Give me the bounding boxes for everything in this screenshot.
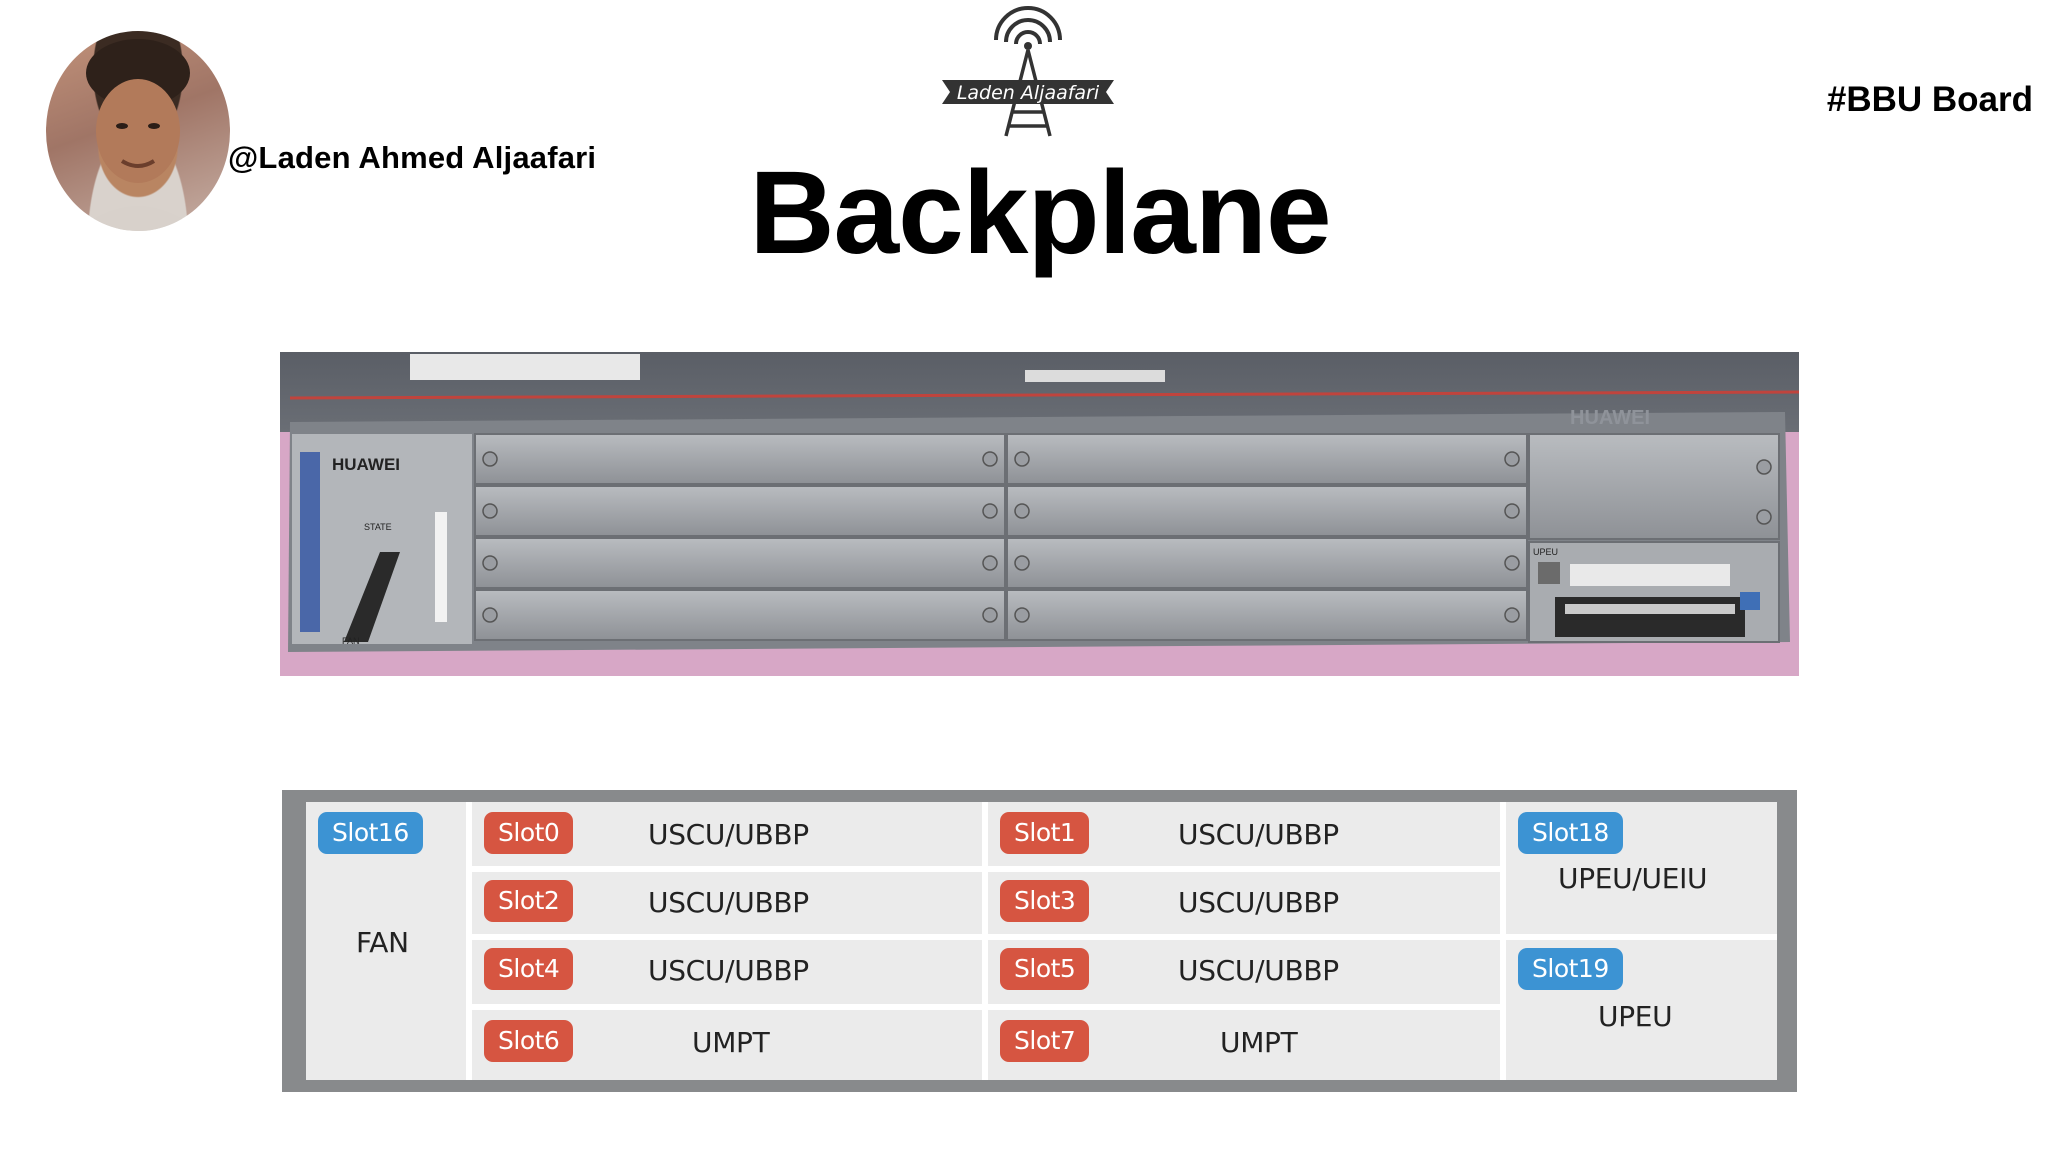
board-label-2: USCU/UBBP — [648, 886, 809, 919]
power-label-18: UPEU/UEIU — [1558, 862, 1708, 895]
slot-badge-16: Slot16 — [318, 812, 423, 854]
author-avatar — [46, 31, 230, 231]
slot-badge-3: Slot3 — [1000, 880, 1090, 922]
board-label-6: UMPT — [692, 1026, 770, 1059]
slot-badge-1: Slot1 — [1000, 812, 1090, 854]
slot-badge-19: Slot19 — [1518, 948, 1623, 990]
bbu-chassis-photo: HUAWEI STATE FAN HUAWE — [280, 352, 1799, 676]
board-label-4: USCU/UBBP — [648, 954, 809, 987]
slot-cell-4: Slot4 USCU/UBBP — [472, 940, 982, 1004]
slot-layout-table: Slot16 FAN Slot0 USCU/UBBP Slot1 USCU/UB… — [282, 790, 1797, 1092]
power-label-19: UPEU — [1598, 1000, 1673, 1033]
slot-cell-0: Slot0 USCU/UBBP — [472, 802, 982, 866]
author-handle: @Laden Ahmed Aljaafari — [228, 140, 597, 175]
slot-cell-6: Slot6 UMPT — [472, 1010, 982, 1080]
board-label-7: UMPT — [1220, 1026, 1298, 1059]
slot-cell-5: Slot5 USCU/UBBP — [988, 940, 1500, 1004]
photo-brand-right: HUAWEI — [1570, 407, 1650, 429]
slot-badge-7: Slot7 — [1000, 1020, 1090, 1062]
slot-cell-1: Slot1 USCU/UBBP — [988, 802, 1500, 866]
slot-badge-18: Slot18 — [1518, 812, 1623, 854]
slot-badge-2: Slot2 — [484, 880, 574, 922]
fan-cell: Slot16 FAN — [306, 802, 466, 1080]
board-label-0: USCU/UBBP — [648, 818, 809, 851]
board-label-3: USCU/UBBP — [1178, 886, 1339, 919]
slot-cell-18: Slot18 UPEU/UEIU — [1506, 802, 1777, 934]
slot-cell-3: Slot3 USCU/UBBP — [988, 872, 1500, 934]
page-title: Backplane — [749, 147, 1331, 279]
photo-brand-left: HUAWEI — [332, 455, 400, 474]
photo-fan-label: FAN — [342, 636, 360, 646]
author-logo: Laden Aljaafari — [938, 0, 1118, 140]
hashtag-label: #BBU Board — [1826, 80, 2033, 119]
slot-grid: Slot16 FAN Slot0 USCU/UBBP Slot1 USCU/UB… — [306, 802, 1777, 1080]
photo-upeu-label: UPEU — [1533, 547, 1558, 557]
photo-state-label: STATE — [364, 522, 392, 532]
slot-cell-2: Slot2 USCU/UBBP — [472, 872, 982, 934]
fan-label: FAN — [356, 926, 409, 959]
board-label-5: USCU/UBBP — [1178, 954, 1339, 987]
slot-badge-5: Slot5 — [1000, 948, 1090, 990]
slot-badge-6: Slot6 — [484, 1020, 574, 1062]
slot-cell-7: Slot7 UMPT — [988, 1010, 1500, 1080]
slot-badge-4: Slot4 — [484, 948, 574, 990]
board-label-1: USCU/UBBP — [1178, 818, 1339, 851]
logo-text: Laden Aljaafari — [957, 82, 1100, 104]
slot-cell-19: Slot19 UPEU — [1506, 940, 1777, 1080]
slot-badge-0: Slot0 — [484, 812, 574, 854]
